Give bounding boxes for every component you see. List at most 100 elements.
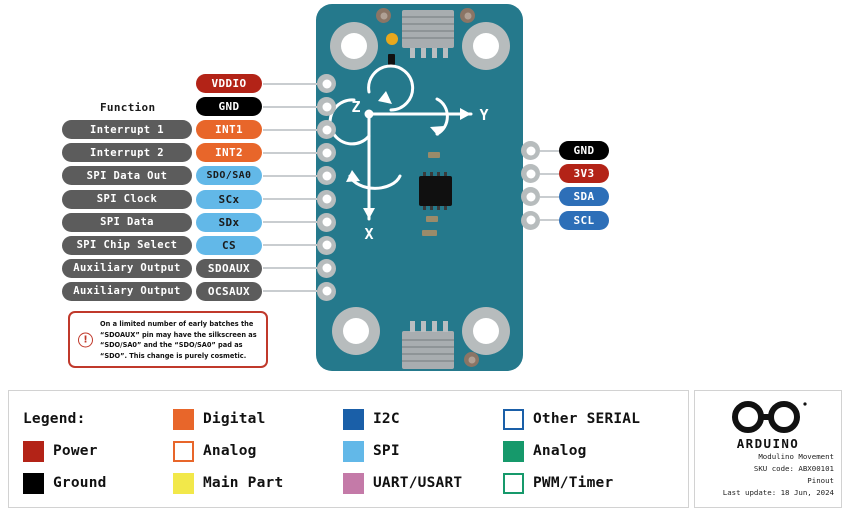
pin-function-label: SPI Clock (62, 189, 192, 209)
pin-name-scx[interactable]: SCx (196, 189, 262, 209)
pin-name-3v3[interactable]: 3V3 (559, 164, 609, 184)
pin-lead-line (263, 174, 317, 177)
note-line: “SDO/SA0” and the “SDO/SA0” pad as (100, 341, 243, 350)
pin-pad-left-int2[interactable] (317, 143, 336, 163)
pin-name-gnd[interactable]: GND (559, 141, 609, 160)
pin-lead-line (263, 290, 317, 293)
solder-dot-top-right (460, 8, 475, 23)
legend-label: Other SERIAL (533, 411, 641, 427)
connector-pin (432, 48, 437, 58)
pin-pad-left-vddio[interactable] (317, 74, 336, 93)
pin-lead-line (263, 198, 317, 200)
pin-name-scl[interactable]: SCL (559, 210, 609, 230)
pin-lead-line (263, 151, 317, 154)
pin-pad-right-scl[interactable] (521, 210, 540, 230)
imu-chip (419, 172, 452, 210)
note-text: On a limited number of early batches the… (100, 319, 261, 362)
mount-hole-bottom-left (332, 307, 380, 355)
pin-name-sda[interactable]: SDA (559, 187, 609, 207)
arduino-logo: ARDUINO (726, 400, 810, 451)
legend-swatch (173, 472, 194, 494)
legend-swatch (343, 408, 364, 430)
resistor (428, 152, 440, 158)
pin-name-sdoaux[interactable]: SDOAUX (196, 258, 262, 278)
pin-name-int1[interactable]: INT1 (196, 120, 262, 140)
legend-label: I2C (373, 411, 400, 427)
legend-label: Analog (203, 443, 257, 459)
pin-pad-left-cs[interactable] (317, 235, 336, 255)
pin-pad-right-3v3[interactable] (521, 164, 540, 184)
legend-item: Power (23, 440, 173, 462)
legend-swatch (23, 472, 44, 494)
pin-lead-line (263, 82, 317, 85)
legend-swatch (343, 472, 364, 494)
legend-item: Other SERIAL (503, 408, 683, 430)
legend-item: Ground (23, 472, 173, 494)
legend-label: PWM/Timer (533, 475, 614, 491)
pin-name-vddio[interactable]: VDDIO (196, 74, 262, 93)
info-panel: ARDUINO Modulino Movement SKU code: ABX0… (694, 390, 842, 508)
capacitor (388, 54, 395, 65)
legend-label: Power (53, 443, 98, 459)
legend-item: Digital (173, 408, 343, 430)
legend-swatch (503, 408, 524, 430)
pin-name-cs[interactable]: CS (196, 235, 262, 255)
doc-type: Pinout (807, 476, 834, 486)
legend-item: Analog (503, 440, 683, 462)
note-line: On a limited number of early batches the (100, 320, 254, 328)
legend-title-cell: Legend: (23, 411, 173, 427)
resistor (422, 230, 437, 236)
pin-pad-left-scx[interactable] (317, 189, 336, 209)
pin-name-int2[interactable]: INT2 (196, 143, 262, 163)
pin-name-sdo-sa0[interactable]: SDO/SA0 (196, 166, 262, 186)
pin-function-label: Auxiliary Output (62, 258, 192, 278)
led-indicator (386, 33, 398, 45)
note-line: “SDOAUX” pin may have the silkscreen as (100, 330, 257, 339)
pin-pad-left-sdo-sa0[interactable] (317, 166, 336, 186)
connector-pin (421, 48, 426, 58)
pin-name-ocsaux[interactable]: OCSAUX (196, 281, 262, 301)
pin-pad-right-gnd[interactable] (521, 141, 540, 160)
connector-pin (443, 48, 448, 58)
pin-function-label: Interrupt 2 (62, 143, 192, 163)
resistor (426, 216, 438, 222)
connector-pin (410, 321, 415, 332)
pin-pad-left-ocsaux[interactable] (317, 281, 336, 301)
legend-item: Analog (173, 440, 343, 462)
legend-swatch (503, 440, 524, 462)
legend-label: UART/USART (373, 475, 463, 491)
solder-dot-bottom-right (464, 352, 479, 367)
note-line: “SDO”. This change is purely cosmetic. (100, 352, 247, 361)
legend-swatch (23, 440, 44, 462)
product-name: Modulino Movement (758, 452, 834, 462)
pin-pad-left-gnd[interactable] (317, 97, 336, 117)
connector-pin (421, 321, 426, 332)
mount-hole-bottom-right (462, 307, 510, 355)
pin-pad-left-sdx[interactable] (317, 212, 336, 232)
qwiic-connector-bottom (402, 331, 454, 369)
pin-pad-right-sda[interactable] (521, 187, 540, 207)
pin-function-label: Interrupt 1 (62, 120, 192, 140)
infinity-logo-icon (732, 401, 807, 433)
legend-item: Main Part (173, 472, 343, 494)
sku-code: SKU code: ABX00101 (753, 464, 834, 474)
legend-item: SPI (343, 440, 503, 462)
cosmetic-change-note: ! On a limited number of early batches t… (68, 311, 268, 368)
mount-hole-top-right (462, 22, 510, 70)
pin-lead-line (263, 221, 317, 224)
pin-name-sdx[interactable]: SDx (196, 212, 262, 232)
pin-pad-left-int1[interactable] (317, 120, 336, 140)
legend-title: Legend: (23, 411, 86, 427)
pin-name-gnd[interactable]: GND (196, 97, 262, 117)
last-update: Last update: 18 Jun, 2024 (722, 488, 834, 498)
connector-pin (443, 321, 448, 332)
legend-item: PWM/Timer (503, 472, 683, 494)
legend-swatch (343, 440, 364, 462)
arduino-wordmark: ARDUINO (736, 436, 800, 451)
product-info: Modulino Movement SKU code: ABX00101 Pin… (723, 451, 834, 499)
pin-lead-line (263, 128, 317, 131)
pin-pad-left-sdoaux[interactable] (317, 258, 336, 278)
legend-label: SPI (373, 443, 400, 459)
pin-function-label: SPI Data Out (62, 166, 192, 186)
legend-swatch (173, 408, 194, 430)
